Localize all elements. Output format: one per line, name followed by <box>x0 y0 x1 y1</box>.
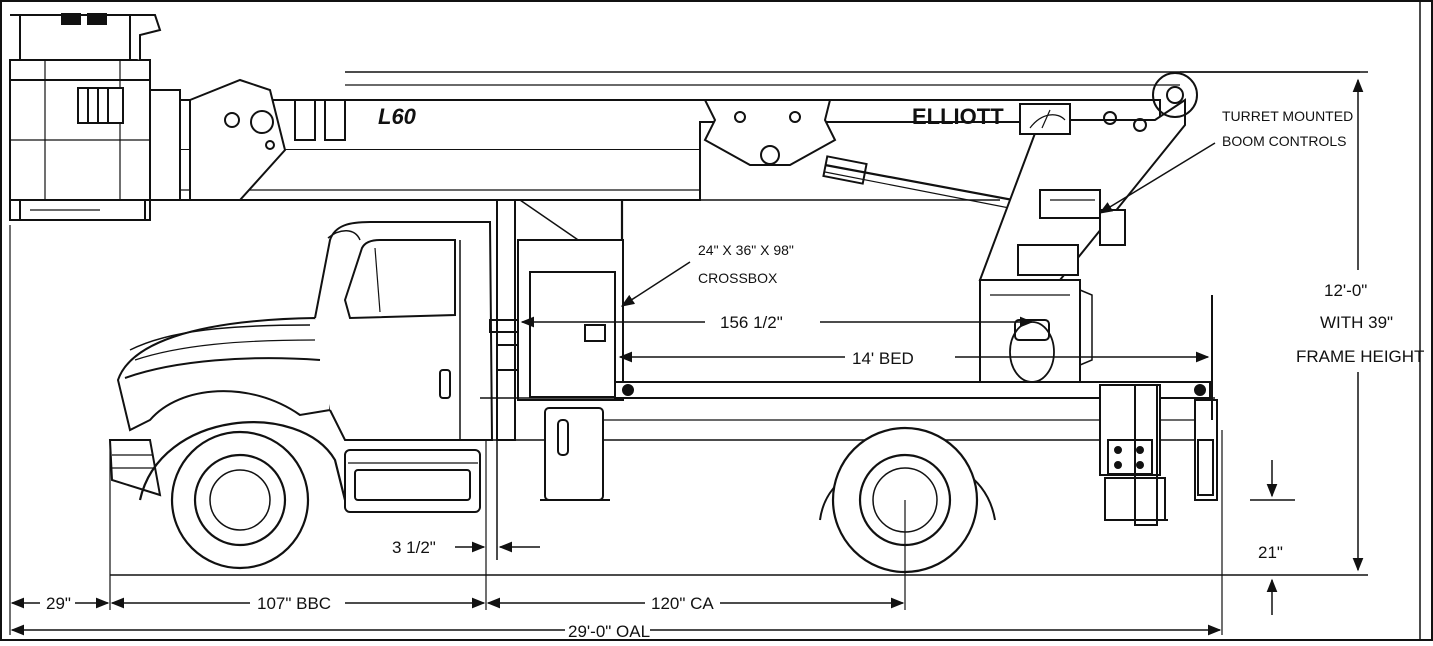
cab-window <box>343 239 456 320</box>
hood <box>116 316 331 432</box>
model-label: L60 <box>378 104 417 129</box>
boom-center-bracket <box>703 99 837 166</box>
frame-clearance-dimension <box>1250 460 1295 615</box>
lower-dimension-chain <box>10 597 1222 636</box>
boom <box>179 71 1360 281</box>
turret-callout-line1: TURRET MOUNTED <box>1222 108 1353 124</box>
front-fender <box>138 421 347 501</box>
outrigger-rear <box>1194 399 1218 501</box>
crossbox-callout: 24" X 36" X 98" CROSSBOX <box>620 242 794 307</box>
bumper-gap-dimension <box>455 440 540 560</box>
oal-value: 29'-0" OAL <box>568 622 650 641</box>
cab <box>314 221 494 441</box>
bbc-value: 107" BBC <box>257 594 331 613</box>
fuel-tank <box>344 449 481 513</box>
frame-clearance-value: 21" <box>1258 543 1283 562</box>
height-dim-line3: FRAME HEIGHT <box>1296 347 1424 366</box>
crossbox-callout-line2: CROSSBOX <box>698 270 778 286</box>
brand-label: ELLIOTT <box>912 104 1004 129</box>
turret-callout-line2: BOOM CONTROLS <box>1222 133 1346 149</box>
mirror <box>327 230 361 241</box>
front-overhang-value: 29" <box>46 594 71 613</box>
crossbox-callout-line1: 24" X 36" X 98" <box>698 242 794 258</box>
bed-length-value: 14' BED <box>852 349 914 368</box>
crossbox <box>517 239 624 401</box>
bed-length-dimension <box>614 348 1210 382</box>
front-wheel <box>170 430 310 570</box>
jib-bracket <box>189 78 287 201</box>
lift-cylinder <box>824 163 1041 207</box>
ca-value: 120" CA <box>651 594 714 613</box>
boom-length-value: 156 1/2" <box>720 313 783 332</box>
door-handle <box>439 369 451 399</box>
turret-callout: TURRET MOUNTED BOOM CONTROLS <box>1098 108 1353 214</box>
turret-controls <box>1039 189 1101 219</box>
bumper-gap-value: 3 1/2" <box>392 538 436 557</box>
height-dimension <box>1180 71 1368 572</box>
angle-indicator <box>1019 103 1071 135</box>
outrigger-front <box>1099 384 1161 476</box>
height-dim-line2: WITH 39" <box>1320 313 1393 332</box>
height-dim-line1: 12'-0" <box>1324 281 1367 300</box>
extension-lines <box>9 225 1223 635</box>
bucket-platform <box>9 13 181 221</box>
jib-arm <box>10 14 162 60</box>
hydraulic-tank <box>544 407 604 501</box>
